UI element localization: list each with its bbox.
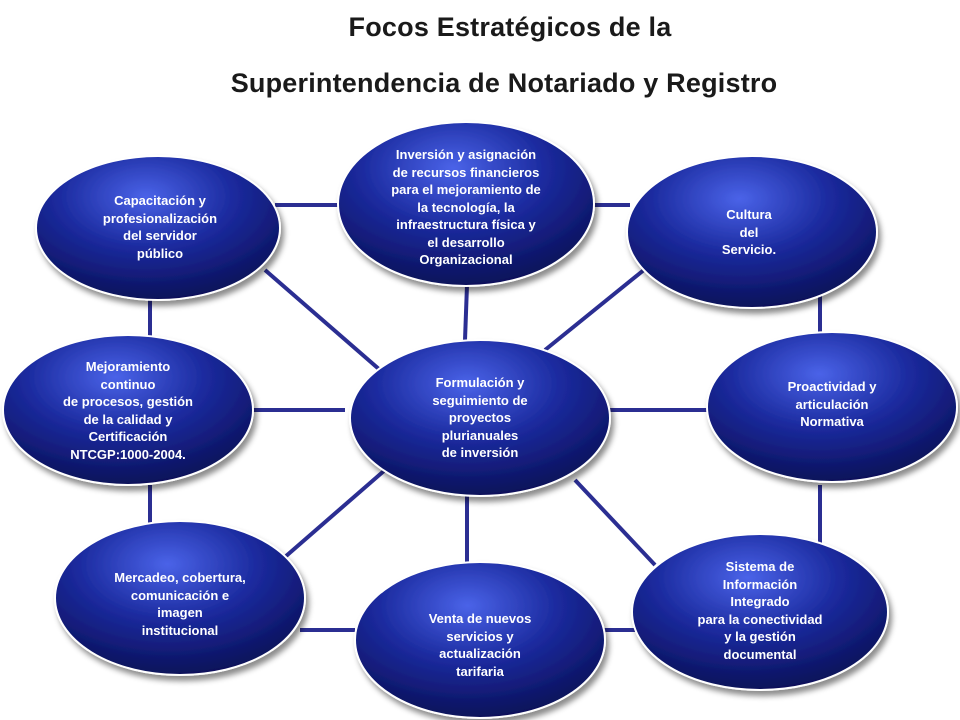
node-top-center-label: Inversión y asignación de recursos finan… (391, 147, 541, 267)
ovals (2, 121, 958, 719)
node-center-label: Formulación y seguimiento de proyectos p… (432, 375, 528, 460)
diagram-title-line-2: Superintendencia de Notariado y Registro (230, 68, 778, 98)
node-mid-left-label: Mejoramiento continuo de procesos, gesti… (62, 359, 194, 462)
node-top-left-oval (35, 155, 281, 301)
node-bottom-left-label: Mercadeo, cobertura, comunicación e imag… (114, 570, 246, 638)
node-bottom-center-label: Venta de nuevos servicios y actualizació… (428, 611, 532, 679)
node-mid-right-oval (706, 331, 958, 483)
node-mid-right-label: Proactividad y articulación Normativa (787, 379, 877, 429)
node-bottom-left-oval (54, 520, 306, 676)
diagram-title-line-1: Focos Estratégicos de la (348, 12, 672, 42)
node-top-center-oval (337, 121, 595, 287)
spoke-bottomright (573, 478, 657, 567)
node-center-oval (349, 339, 611, 497)
spoke-topcenter (463, 284, 469, 341)
node-bottom-center-oval (354, 561, 606, 719)
node-top-right-label: Cultura del Servicio. (721, 207, 777, 257)
node-bottom-right-oval (631, 533, 889, 691)
spoke-topright (543, 263, 652, 352)
connectors (148, 203, 822, 632)
spoke-topleft (263, 268, 382, 372)
node-top-left-label: Capacitación y profesionalización del se… (102, 193, 218, 261)
spoke-bottomleft (268, 468, 387, 572)
node-bottom-right-label: Sistema de Información Integrado para la… (697, 559, 823, 662)
node-mid-left-oval (2, 334, 254, 486)
node-top-right-oval (626, 155, 878, 309)
